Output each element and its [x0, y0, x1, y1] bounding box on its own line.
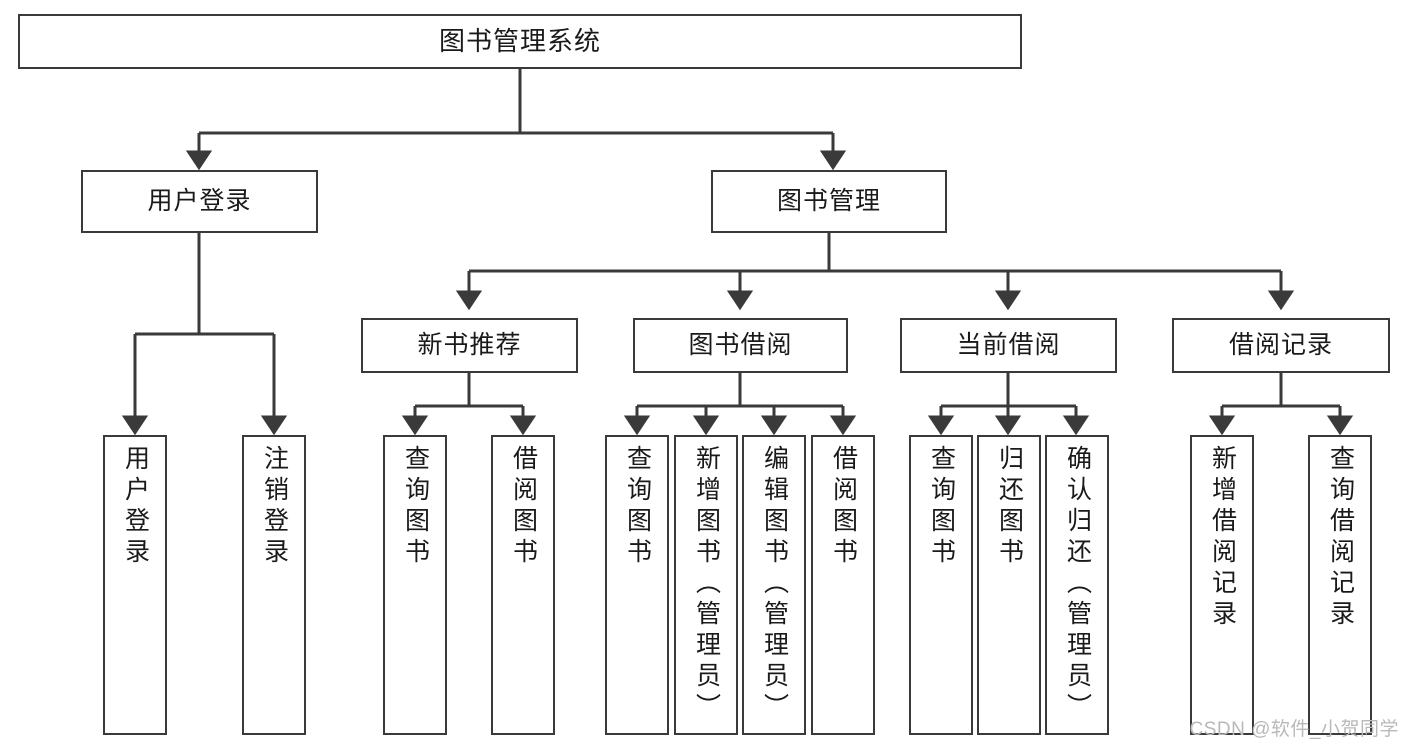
node-root-system[interactable]: 图书管理系统 [18, 14, 1022, 69]
leaf-query-record[interactable]: 查询借阅记录 [1308, 435, 1372, 735]
leaf-borrow-book-1-label: 借阅图书 [509, 445, 538, 569]
node-new-book-recommend-label: 新书推荐 [417, 331, 522, 360]
leaf-user-login-label: 用户登录 [121, 445, 150, 569]
leaf-logout-login-label: 注销登录 [260, 445, 289, 569]
node-borrow-record[interactable]: 借阅记录 [1172, 318, 1390, 373]
node-book-management[interactable]: 图书管理 [711, 170, 947, 233]
leaf-return-book[interactable]: 归还图书 [977, 435, 1041, 735]
node-book-borrow-label: 图书借阅 [688, 331, 793, 360]
node-book-management-label: 图书管理 [776, 187, 881, 216]
leaf-query-book-2[interactable]: 查询图书 [605, 435, 669, 735]
node-current-borrow-label: 当前借阅 [956, 331, 1061, 360]
leaf-add-book[interactable]: 新增图书（管理员） [674, 435, 738, 735]
leaf-borrow-book-2[interactable]: 借阅图书 [811, 435, 875, 735]
node-borrow-record-label: 借阅记录 [1228, 331, 1333, 360]
node-user-login-label: 用户登录 [147, 187, 252, 216]
leaf-edit-book[interactable]: 编辑图书（管理员） [742, 435, 806, 735]
leaf-confirm-return[interactable]: 确认归还（管理员） [1045, 435, 1109, 735]
leaf-query-book-3-label: 查询图书 [927, 445, 956, 569]
leaf-add-book-label: 新增图书（管理员） [692, 445, 721, 724]
leaf-query-book-1-label: 查询图书 [401, 445, 430, 569]
leaf-query-book-1[interactable]: 查询图书 [383, 435, 447, 735]
leaf-add-record[interactable]: 新增借阅记录 [1190, 435, 1254, 735]
leaf-query-book-2-label: 查询图书 [623, 445, 652, 569]
leaf-add-record-label: 新增借阅记录 [1208, 445, 1237, 631]
node-user-login[interactable]: 用户登录 [81, 170, 318, 233]
leaf-logout-login[interactable]: 注销登录 [242, 435, 306, 735]
node-current-borrow[interactable]: 当前借阅 [900, 318, 1117, 373]
leaf-edit-book-label: 编辑图书（管理员） [760, 445, 789, 724]
node-new-book-recommend[interactable]: 新书推荐 [361, 318, 578, 373]
leaf-return-book-label: 归还图书 [995, 445, 1024, 569]
leaf-query-book-3[interactable]: 查询图书 [909, 435, 973, 735]
leaf-user-login[interactable]: 用户登录 [103, 435, 167, 735]
csdn-watermark: CSDN @软件_小贺同学 [1189, 719, 1399, 740]
leaf-confirm-return-label: 确认归还（管理员） [1063, 445, 1092, 724]
leaf-borrow-book-2-label: 借阅图书 [829, 445, 858, 569]
node-book-borrow[interactable]: 图书借阅 [633, 318, 848, 373]
leaf-query-record-label: 查询借阅记录 [1326, 445, 1355, 631]
node-root-label: 图书管理系统 [438, 25, 601, 56]
leaf-borrow-book-1[interactable]: 借阅图书 [491, 435, 555, 735]
